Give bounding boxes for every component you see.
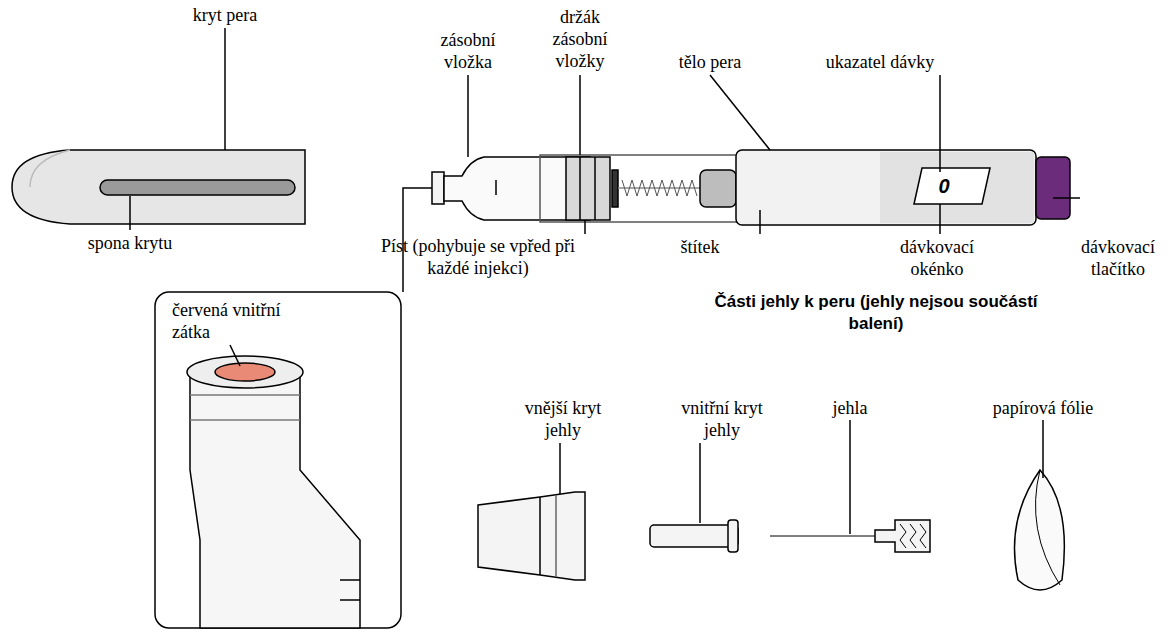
piston-rib (594, 157, 596, 220)
holder-end (700, 170, 736, 207)
needle-hub (875, 520, 930, 552)
paper-foil (1014, 470, 1064, 590)
cartridge-mark (495, 180, 497, 195)
part-label: kryt pera (155, 4, 295, 26)
inset-mark (340, 599, 360, 601)
part-label: papírová fólie (973, 397, 1113, 419)
inset-thread (190, 394, 300, 396)
inset-rim (187, 356, 303, 388)
part-label: Píst (pohybuje se vpřed při každé injekc… (373, 235, 583, 279)
cartridge-holder (540, 155, 740, 222)
pen-cap (12, 150, 305, 224)
inset-thread (190, 419, 300, 421)
zoom-inset (155, 292, 401, 628)
leader-line (849, 420, 851, 534)
foil-fold (1036, 470, 1061, 585)
inner-needle-cap (650, 525, 738, 547)
part-label: zásobní vložka (428, 29, 508, 73)
outer-cap-rib (555, 495, 557, 577)
part-label: ukazatel dávky (805, 51, 955, 73)
part-label: tělo pera (660, 51, 760, 73)
part-label: držák zásobní vložky (538, 6, 622, 72)
cap-clip (100, 180, 295, 195)
part-label: vnitřní kryt jehly (679, 397, 765, 441)
leader-line (759, 210, 761, 234)
leader-line (710, 75, 770, 150)
leader-line (224, 28, 226, 150)
leader-line (1053, 197, 1080, 199)
leader-line (699, 443, 701, 523)
part-label: štítek (660, 236, 740, 258)
outer-cap-rib (539, 497, 541, 575)
leader-line (230, 345, 240, 366)
part-label: spona krytu (60, 232, 200, 254)
piston-rib (579, 157, 581, 220)
section-heading: Části jehly k peru (jehly nejsou součást… (711, 291, 1041, 335)
leader-line (467, 75, 469, 157)
inner-cap-end (728, 520, 738, 552)
piston (566, 157, 610, 220)
leader-line (1042, 420, 1044, 478)
part-label: červená vnitřní zátka (172, 299, 312, 343)
dose-number: 0 (932, 175, 956, 197)
body-grip (880, 152, 1034, 223)
leader-line (579, 75, 581, 155)
part-label: jehla (810, 397, 890, 419)
cartridge-tip (432, 172, 444, 204)
leader-line (939, 75, 941, 172)
outer-needle-cap (478, 492, 585, 580)
leader-line (129, 196, 131, 230)
hub-thread (900, 524, 926, 548)
red-stopper (215, 363, 275, 381)
dose-button (1036, 157, 1070, 219)
spindle-thread (622, 180, 697, 196)
piston-plate (612, 170, 618, 207)
part-label: vnější kryt jehly (511, 397, 615, 441)
cap-shade (30, 150, 70, 187)
dose-window (914, 168, 990, 204)
leader-line (584, 220, 586, 234)
part-label: dávkovací okénko (889, 236, 985, 280)
inset-mark (340, 579, 360, 581)
leader-line (939, 204, 941, 234)
pen-body (736, 150, 1036, 225)
part-label: dávkovací tlačítko (1070, 236, 1166, 280)
inset-cartridge (190, 370, 360, 628)
needle (770, 536, 875, 537)
leader-line (559, 443, 561, 494)
